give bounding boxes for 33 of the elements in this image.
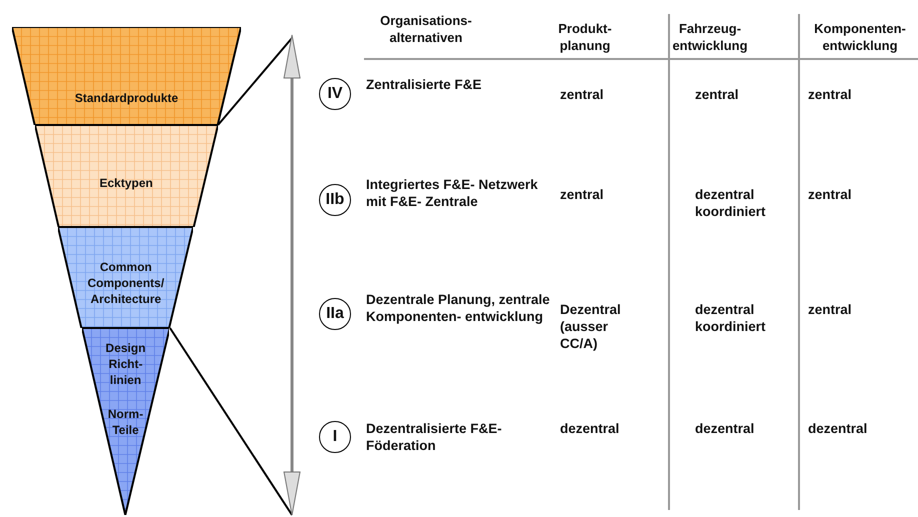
table-value: zentral [695, 86, 740, 103]
column-header: Organisations- alternativen [379, 12, 473, 46]
table-value: zentral [808, 186, 853, 203]
funnel-band [82, 328, 170, 515]
band-label: Standardprodukte [74, 90, 180, 106]
table-value: dezentral [808, 420, 868, 437]
table-value: zentral [808, 86, 853, 103]
band-label: Ecktypen [98, 175, 154, 191]
column-header: Komponenten- entwicklung [813, 20, 907, 54]
roman-numeral-circle: IIb [319, 184, 351, 216]
column-header: Produkt- planung [557, 20, 613, 54]
roman-numeral-circle: I [319, 421, 351, 453]
table-value: Dezentral (ausser CC/A) [560, 301, 622, 352]
alternative-name: Zentralisierte F&E [366, 76, 483, 93]
table-value: dezentral koordiniert [695, 301, 767, 335]
alternative-name: Integriertes F&E- Netzwerk mit F&E- Zentrale [366, 176, 539, 210]
table-value: zentral [808, 301, 853, 318]
table-value: dezentral [560, 420, 620, 437]
roman-numeral-circle: IV [319, 78, 351, 110]
band-label: Norm- Teile [106, 406, 144, 438]
band-label: Common Components/ Architecture [86, 259, 166, 307]
alternative-name: Dezentralisierte F&E- Föderation [366, 420, 503, 454]
funnel-band [12, 27, 241, 125]
alternative-name: Dezentrale Planung, zentrale Komponenten- entwicklung [366, 291, 551, 325]
table-value: zentral [560, 86, 605, 103]
table-value: dezentral koordiniert [695, 186, 767, 220]
funnel-band [58, 227, 194, 328]
column-header: Fahrzeug- entwicklung [671, 20, 749, 54]
funnel-band [34, 125, 218, 227]
roman-numeral-circle: IIa [319, 298, 351, 330]
table-value: zentral [560, 186, 605, 203]
table-value: dezentral [695, 420, 756, 437]
band-label: Design Richt- linien [104, 340, 147, 388]
